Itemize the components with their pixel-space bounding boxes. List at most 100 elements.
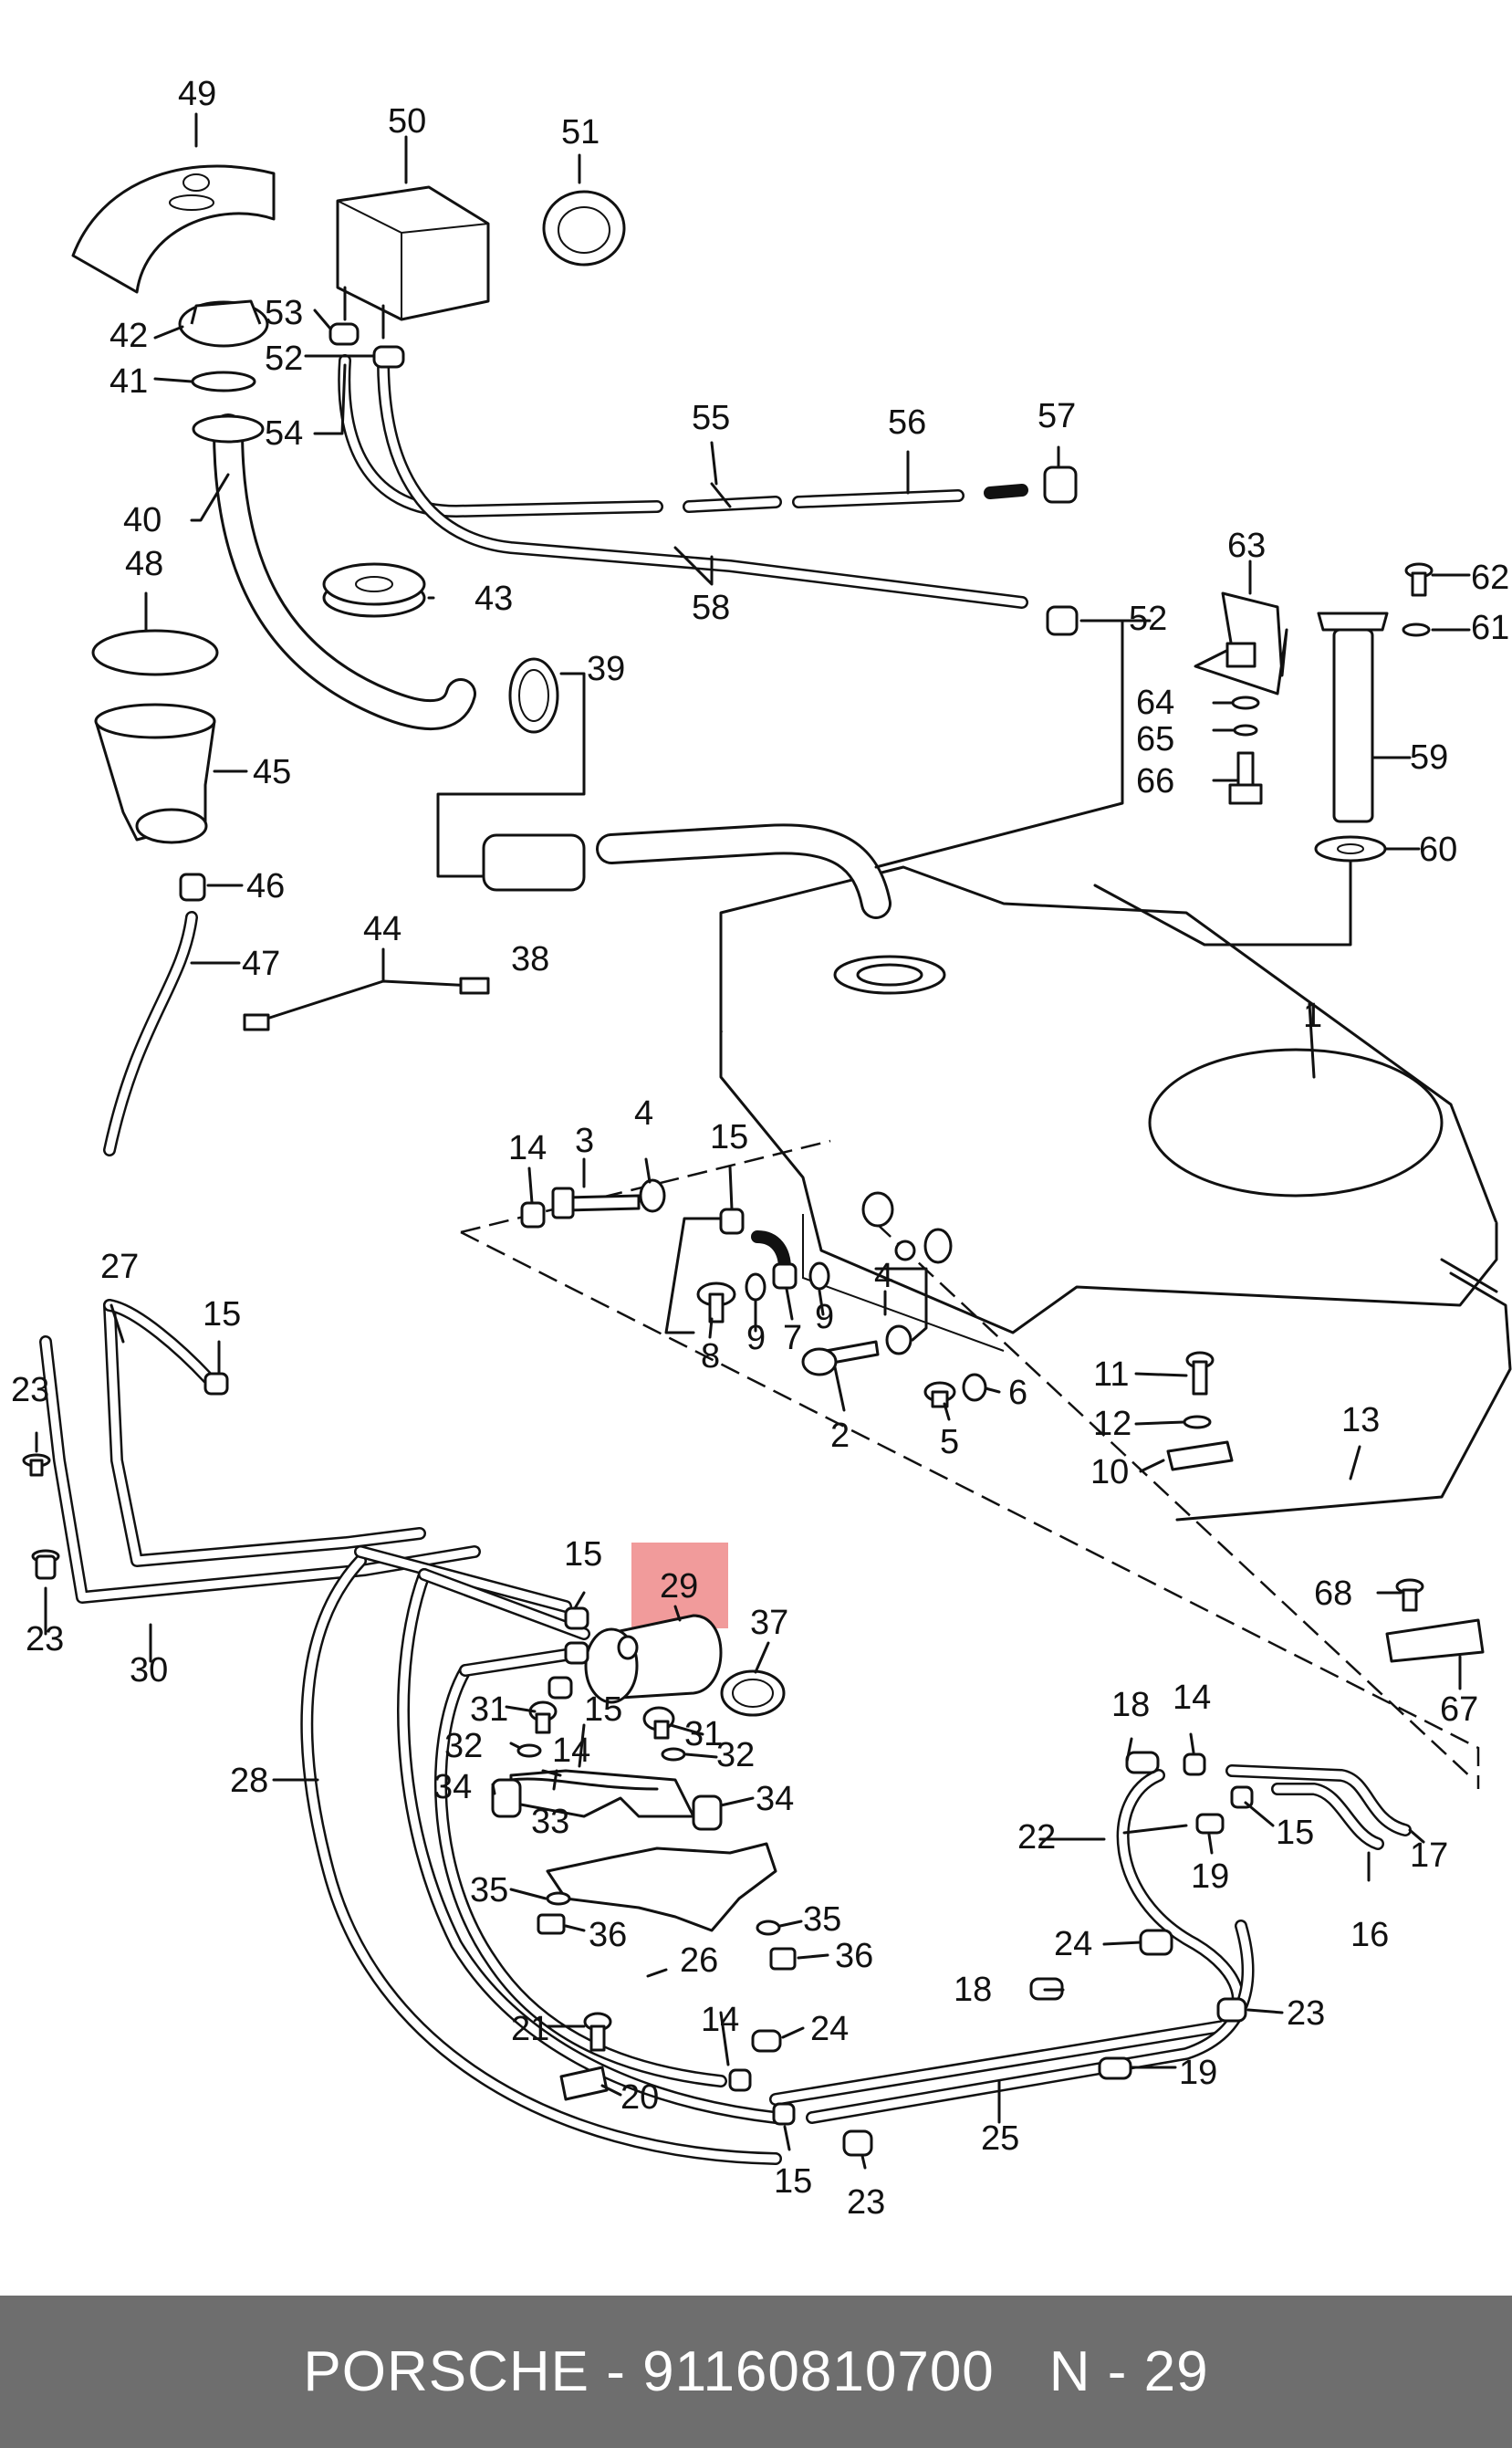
tank-neck-pipe [596, 823, 892, 919]
fuel-line-28 [300, 1545, 782, 2165]
bolt-3 [551, 1187, 641, 1219]
clip-14-right [1183, 1752, 1206, 1776]
clip-15-27 [203, 1372, 229, 1396]
callout-5: 5 [940, 1423, 959, 1461]
callout-8: 8 [701, 1337, 720, 1376]
fuel-line-26 [397, 1568, 782, 2124]
callout-20: 20 [620, 2078, 659, 2117]
fitting-46 [179, 873, 206, 902]
callout-16: 16 [1350, 1916, 1389, 1954]
bolt-31-right [642, 1706, 675, 1740]
nut-36-right [769, 1947, 797, 1971]
callout-36b: 36 [835, 1937, 873, 1975]
bolt-31-left [528, 1700, 558, 1734]
callout-45: 45 [253, 753, 291, 791]
callout-32b: 32 [716, 1736, 755, 1774]
callout-54: 54 [265, 414, 303, 453]
nut-36-left [537, 1913, 566, 1935]
callout-30: 30 [130, 1651, 168, 1690]
callout-49: 49 [178, 75, 216, 113]
callout-34a: 34 [433, 1768, 472, 1806]
clip-14-lower [728, 2068, 752, 2092]
callout-24b: 24 [810, 2010, 849, 2048]
callout-42: 42 [109, 317, 148, 355]
callout-9a: 9 [746, 1319, 766, 1357]
callout-24a: 24 [1054, 1925, 1092, 1963]
callout-23c: 23 [1287, 1994, 1325, 2033]
fitting-24-lower [751, 2029, 782, 2053]
bolt-66 [1228, 751, 1263, 805]
callout-31a: 31 [470, 1690, 508, 1729]
grommet-43 [322, 562, 426, 618]
cover-49 [71, 164, 276, 294]
footer-separator: - [606, 2340, 626, 2403]
seal-41 [191, 371, 256, 392]
hose-56 [792, 484, 1028, 508]
seal-51 [542, 190, 626, 267]
banjo-bolt-2 [801, 1340, 880, 1376]
fitting-23-a [22, 1453, 51, 1477]
callout-15f: 15 [774, 2162, 812, 2201]
callout-2: 2 [830, 1417, 850, 1455]
callout-14c: 14 [552, 1731, 590, 1770]
callout-23d: 23 [847, 2183, 885, 2222]
bolt-5 [923, 1381, 956, 1408]
callout-11: 11 [1093, 1355, 1129, 1394]
sleeve-18-top [1125, 1751, 1160, 1774]
callout-55: 55 [692, 399, 730, 437]
highlight-29 [631, 1543, 728, 1628]
callout-7: 7 [783, 1319, 802, 1357]
callout-23b: 23 [26, 1620, 64, 1658]
sender-59 [1317, 612, 1389, 823]
callout-22: 22 [1017, 1818, 1056, 1857]
mount-34-right [692, 1794, 723, 1831]
clamp-39 [508, 657, 559, 734]
tank-ports [861, 1191, 953, 1264]
callout-61: 61 [1471, 609, 1509, 647]
fuel-cap-42 [178, 299, 269, 348]
callout-labels: 49 50 51 53 42 52 41 54 55 56 57 40 48 4… [11, 75, 1509, 2222]
bracket-line-15 [664, 1217, 723, 1334]
fuel-pump-29 [584, 1614, 723, 1704]
callout-46: 46 [246, 867, 285, 905]
cable-44 [243, 977, 490, 1031]
clamp-52 [1046, 605, 1079, 636]
bracket-line-39 [436, 672, 586, 878]
callout-10: 10 [1090, 1453, 1129, 1491]
sleeve-19-lower [1098, 2056, 1132, 2080]
callout-43: 43 [474, 580, 513, 618]
boot-45 [94, 703, 216, 844]
callout-27: 27 [100, 1248, 139, 1286]
callout-17: 17 [1410, 1836, 1448, 1875]
callout-29: 29 [660, 1567, 698, 1606]
filler-hose [192, 413, 476, 731]
callout-23a: 23 [11, 1371, 49, 1409]
washer-9-left [745, 1272, 766, 1302]
washer-6 [962, 1373, 987, 1402]
sleeve-38 [482, 833, 586, 892]
callout-37: 37 [750, 1604, 788, 1642]
clip-15-a [564, 1606, 589, 1630]
clamp-37 [720, 1669, 786, 1717]
callout-53: 53 [265, 294, 303, 332]
callout-56: 56 [888, 403, 926, 442]
gasket-60 [1314, 835, 1387, 863]
cap-57 [1043, 466, 1078, 504]
leader-lines [35, 112, 1471, 2170]
washer-64 [1231, 696, 1260, 710]
leader-52 [874, 619, 1124, 869]
clip-15-b [564, 1641, 589, 1665]
vent-hose-58 [377, 354, 1028, 609]
callout-36a: 36 [589, 1916, 627, 1954]
callout-1: 1 [1303, 997, 1322, 1035]
clip-14-top [520, 1201, 546, 1229]
callout-64: 64 [1136, 684, 1174, 722]
callout-12: 12 [1093, 1405, 1131, 1443]
callout-33: 33 [531, 1803, 569, 1841]
bracket-63 [1194, 591, 1288, 696]
callout-41: 41 [109, 362, 148, 401]
fuel-line-inner [433, 1646, 727, 2087]
callout-4a: 4 [634, 1094, 653, 1133]
clip-20 [559, 2066, 609, 2101]
washer-35-left [546, 1891, 571, 1906]
